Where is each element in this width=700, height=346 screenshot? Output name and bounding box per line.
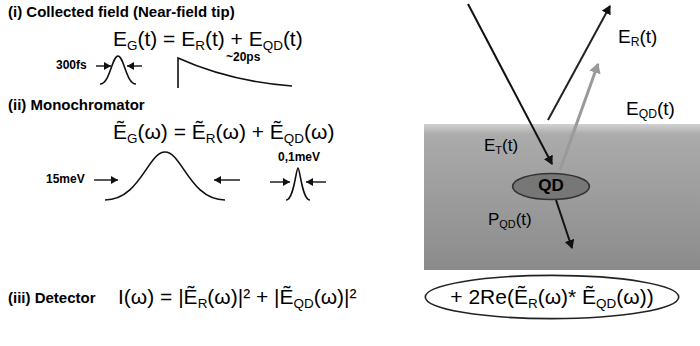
bandwidth-label: 0,1meV [278,150,320,164]
width-arrow [214,179,240,180]
duration-label: 300fs [56,58,87,72]
duration-label: ~20ps [226,50,260,64]
node-text: QD [538,176,564,196]
narrow-spectrum [286,168,310,200]
width-arrow [96,65,111,66]
equation: ẼG(ω) = ẼR(ω) + ẼQD(ω) [113,119,334,144]
width-arrow [270,181,290,182]
ellipse-outline [513,173,590,199]
field-label: ET(t) [484,136,518,156]
emission-beam [560,64,598,170]
equation: EG(t) = ER(t) + EQD(t) [113,26,303,51]
width-arrow [306,181,326,182]
polarization-arrow [556,200,572,248]
interference-term: + 2Re(ẼR(ω)* ẼQD(ω)) [420,273,684,321]
width-arrow [127,65,142,66]
width-arrow [94,179,118,180]
bandwidth-label: 15meV [46,172,85,186]
equation: I(ω) = |ẼR(ω)|² + |ẼQD(ω)|² [118,284,357,309]
section-heading: (iii) Detector [8,289,96,307]
section-heading: (i) Collected field (Near-field tip) [8,3,235,21]
node-text: + 2Re(ẼR(ω)* ẼQD(ω)) [450,284,653,309]
reflected-beam [548,6,610,120]
incident-beam [468,4,552,164]
short-pulse [100,56,136,84]
substrate [424,124,700,270]
section-heading: (ii) Monochromator [8,96,145,114]
ellipse-outline [425,275,678,318]
quantum-dot: QD [511,172,591,201]
field-label: EQD(t) [626,98,675,121]
field-label: ER(t) [618,26,657,49]
broad-spectrum [105,152,225,200]
field-label: PQD(t) [488,210,532,230]
